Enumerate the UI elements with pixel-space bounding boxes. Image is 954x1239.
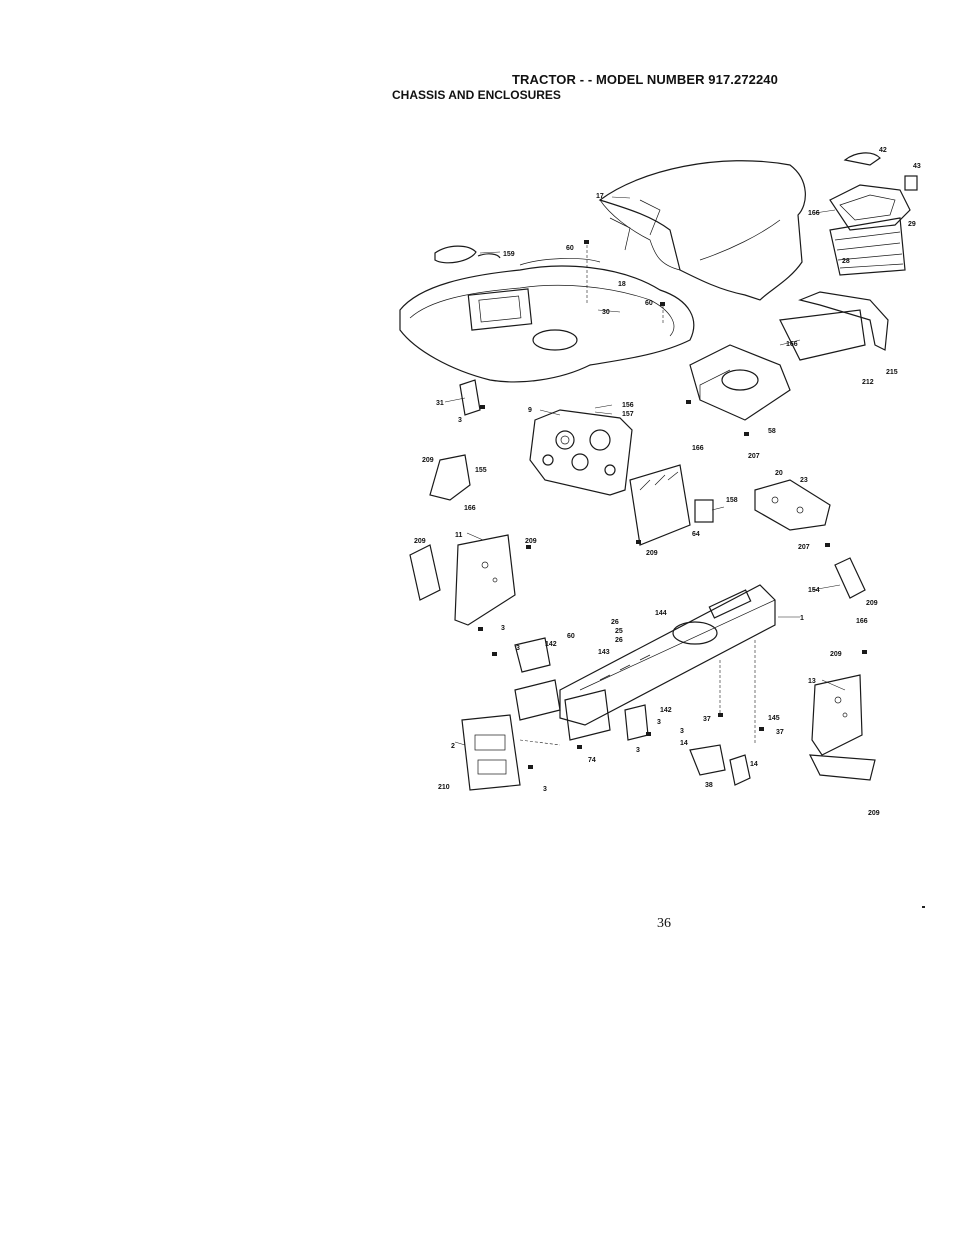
callout-209: 209: [422, 457, 434, 464]
callout-154: 154: [808, 587, 820, 594]
callout-3: 3: [516, 645, 520, 652]
callout-43: 43: [913, 163, 921, 170]
callout-207: 207: [798, 544, 810, 551]
callout-209: 209: [646, 550, 658, 557]
callout-11: 11: [455, 532, 463, 539]
assembly-guide-lines: [519, 245, 756, 746]
callout-159: 159: [503, 251, 515, 258]
section-subtitle: CHASSIS AND ENCLOSURES: [392, 88, 561, 102]
front-plate-part: [461, 714, 521, 791]
callout-26: 26: [615, 637, 623, 644]
callout-1: 1: [800, 615, 804, 622]
callout-143: 143: [598, 649, 610, 656]
callout-156: 156: [622, 402, 634, 409]
page-title: TRACTOR - - MODEL NUMBER 917.272240: [512, 72, 778, 87]
callout-60: 60: [567, 633, 575, 640]
callout-155: 155: [475, 467, 487, 474]
callout-209: 209: [414, 538, 426, 545]
callout-215: 215: [886, 369, 898, 376]
callout-14: 14: [680, 740, 688, 747]
callout-166: 166: [856, 618, 868, 625]
callout-209: 209: [866, 600, 878, 607]
callout-37: 37: [776, 729, 784, 736]
callout-3: 3: [458, 417, 462, 424]
fastener-set: [478, 240, 867, 769]
callout-166: 166: [808, 210, 820, 217]
chassis-frame-part: [559, 584, 776, 726]
callout-3: 3: [657, 719, 661, 726]
callout-142: 142: [545, 641, 557, 648]
callout-38: 38: [705, 782, 713, 789]
callout-20: 20: [775, 470, 783, 477]
callout-60: 60: [566, 245, 574, 252]
callout-30: 30: [602, 309, 610, 316]
bottom-bracket-part: [689, 744, 751, 786]
dash-console-part: [529, 409, 633, 496]
callout-3: 3: [636, 747, 640, 754]
dash-panel-part: [399, 245, 695, 383]
callout-209: 209: [830, 651, 842, 658]
callout-31: 31: [436, 400, 444, 407]
callout-17: 17: [596, 193, 604, 200]
callout-145: 145: [768, 715, 780, 722]
stray-mark: [922, 906, 925, 908]
callout-2: 2: [451, 743, 455, 750]
grille-housing-part: [829, 152, 918, 276]
callout-26: 26: [611, 619, 619, 626]
callout-157: 157: [622, 411, 634, 418]
left-side-panel-part: [409, 534, 516, 626]
mounting-plate-part: [754, 479, 831, 531]
callout-13: 13: [808, 678, 816, 685]
callout-28: 28: [842, 258, 850, 265]
callout-18: 18: [618, 281, 626, 288]
fender-part: [689, 344, 791, 421]
callout-23: 23: [800, 477, 808, 484]
side-bracket-left-part: [429, 379, 481, 501]
right-side-panel-part: [808, 557, 876, 781]
callout-9: 9: [528, 407, 532, 414]
callout-166: 166: [464, 505, 476, 512]
callout-3: 3: [501, 625, 505, 632]
leader-lines: [444, 196, 846, 746]
callout-42: 42: [879, 147, 887, 154]
callout-25: 25: [615, 628, 623, 635]
front-bracket-part: [779, 291, 889, 361]
callout-212: 212: [862, 379, 874, 386]
callout-58: 58: [768, 428, 776, 435]
callout-3: 3: [680, 728, 684, 735]
front-frame-bracket-part: [514, 637, 649, 741]
callout-144: 144: [655, 610, 667, 617]
hood-part: [598, 160, 806, 301]
callout-207: 207: [748, 453, 760, 460]
callout-29: 29: [908, 221, 916, 228]
callout-210: 210: [438, 784, 450, 791]
callout-142: 142: [660, 707, 672, 714]
callout-60: 60: [645, 300, 653, 307]
callout-labels: 42 43 17 166 29 28 159 60 18 60 30 166 2…: [414, 147, 921, 817]
callout-74: 74: [588, 757, 596, 764]
page-number: 36: [657, 916, 671, 931]
callout-14: 14: [750, 761, 758, 768]
rear-panel-part: [629, 464, 714, 546]
callout-209: 209: [525, 538, 537, 545]
callout-209: 209: [868, 810, 880, 817]
callout-158: 158: [726, 497, 738, 504]
callout-3: 3: [543, 786, 547, 793]
callout-166: 166: [786, 341, 798, 348]
callout-166: 166: [692, 445, 704, 452]
callout-64: 64: [692, 531, 700, 538]
callout-37: 37: [703, 716, 711, 723]
